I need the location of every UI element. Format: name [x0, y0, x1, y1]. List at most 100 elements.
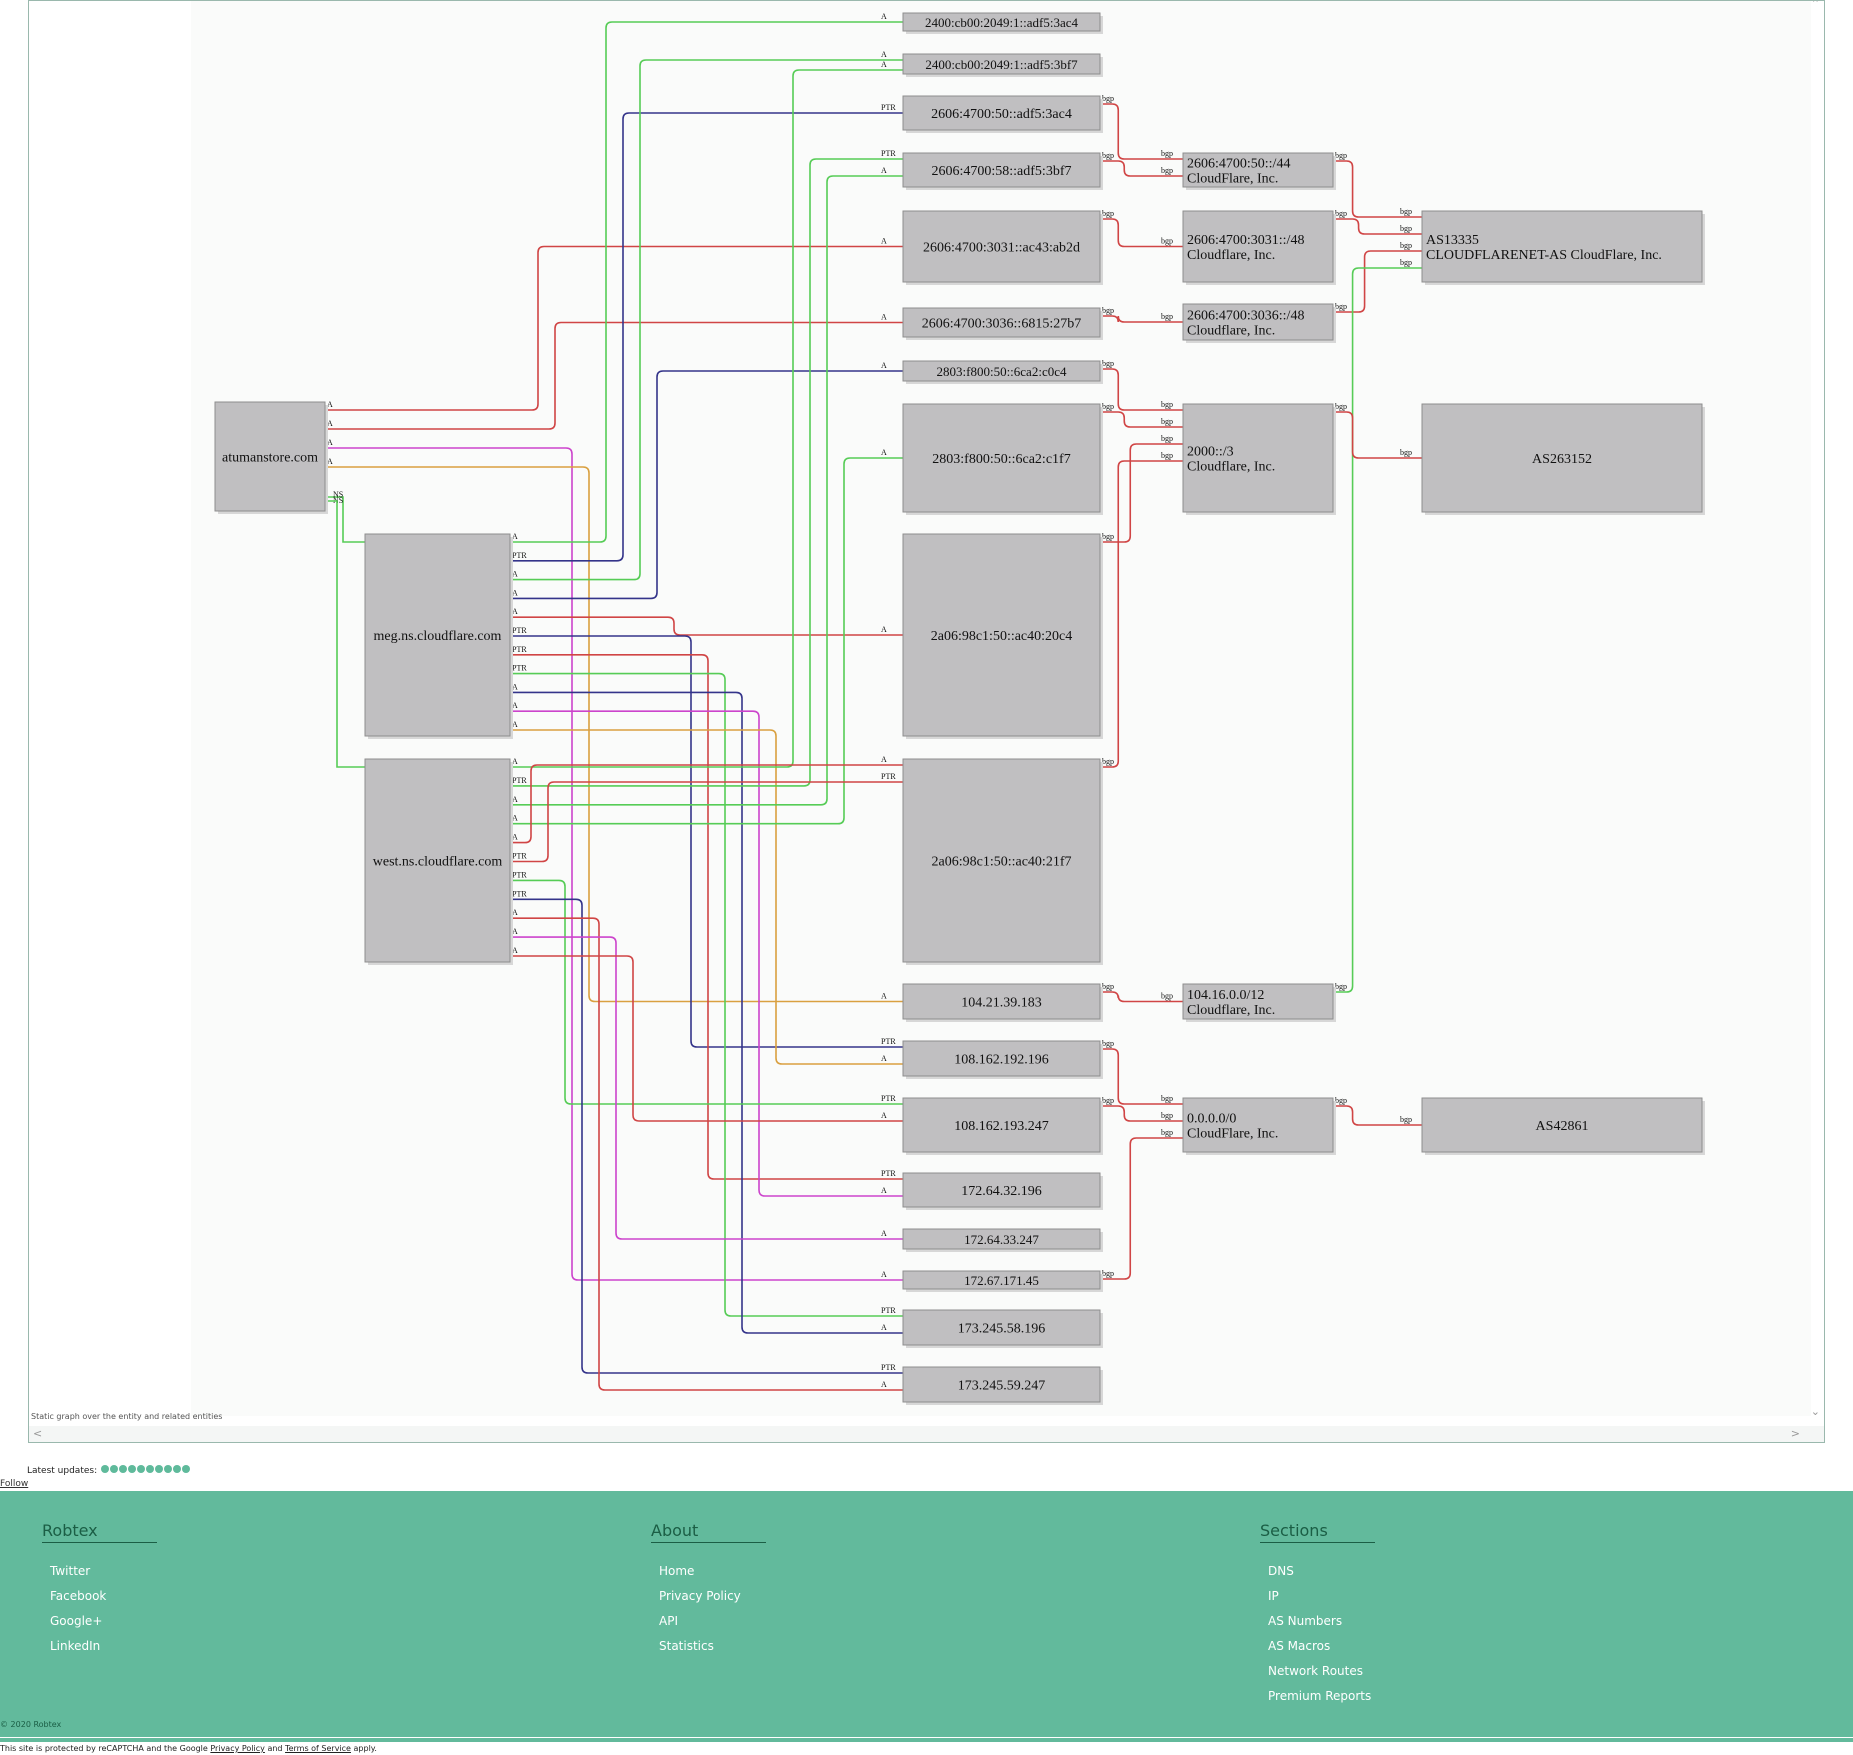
graph-node-ip15[interactable]: 172.64.33.247: [902, 1228, 1103, 1252]
edge-label-source: bgp: [1102, 306, 1114, 315]
graph-edge: [1100, 160, 1183, 177]
update-dot[interactable]: [182, 1465, 191, 1473]
node-box: [902, 403, 1101, 513]
footer-link-network-routes[interactable]: Network Routes: [1268, 1664, 1364, 1678]
follow-link[interactable]: Follow: [0, 1479, 29, 1489]
graph-node-ip3[interactable]: 2606:4700:50::adf5:3ac4: [902, 95, 1103, 133]
graph-edge: [1100, 315, 1183, 323]
graph-edge: [1333, 160, 1422, 218]
graph-node-ip2[interactable]: 2400:cb00:2049:1::adf5:3bf7: [902, 53, 1103, 77]
footer-link-as-numbers[interactable]: AS Numbers: [1268, 1614, 1343, 1628]
update-dot[interactable]: [164, 1465, 173, 1473]
footer-link-ip[interactable]: IP: [1268, 1589, 1279, 1603]
graph-edge: [325, 466, 903, 1003]
edge-label-target: A: [881, 992, 887, 1001]
graph-edge: [1333, 267, 1422, 993]
recaptcha-terms-link[interactable]: Terms of Service: [285, 1744, 351, 1753]
edge-label-target: bgp: [1161, 434, 1173, 443]
graph-edge: [325, 321, 903, 430]
edge-label-target: A: [881, 1186, 887, 1195]
update-dot[interactable]: [155, 1465, 164, 1473]
graph-node-as3[interactable]: AS42861: [1421, 1097, 1705, 1155]
graph-edge: [510, 955, 903, 1122]
graph-edge: [1100, 103, 1183, 160]
edge-label-target: bgp: [1161, 166, 1173, 175]
node-box: [364, 533, 511, 737]
footer-link-statistics[interactable]: Statistics: [659, 1639, 714, 1653]
footer-link-googleplus[interactable]: Google+: [50, 1614, 103, 1628]
node-label: 2803:f800:50::6ca2:c0c4: [937, 364, 1067, 379]
edge-label-target: A: [881, 361, 887, 370]
graph-node-ip8[interactable]: 2803:f800:50::6ca2:c1f7: [902, 403, 1103, 515]
footer-links: DNS IP AS Numbers AS Macros Network Rout…: [1268, 1559, 1375, 1709]
update-dot[interactable]: [173, 1465, 182, 1473]
graph-node-ip6[interactable]: 2606:4700:3036::6815:27b7: [902, 307, 1103, 340]
recaptcha-privacy-link[interactable]: Privacy Policy: [210, 1744, 265, 1753]
scroll-up-icon[interactable]: ⌃: [1810, 0, 1820, 10]
graph-node-ip17[interactable]: 173.245.58.196: [902, 1309, 1103, 1348]
footer-link-twitter[interactable]: Twitter: [50, 1564, 91, 1578]
edge-label-source: bgp: [1102, 151, 1114, 160]
footer-link-facebook[interactable]: Facebook: [50, 1589, 107, 1603]
graph-node-ip1[interactable]: 2400:cb00:2049:1::adf5:3ac4: [902, 12, 1103, 34]
footer-link-linkedin[interactable]: LinkedIn: [50, 1639, 101, 1653]
footer-link-as-macros[interactable]: AS Macros: [1268, 1639, 1331, 1653]
graph-node-ip7[interactable]: 2803:f800:50::6ca2:c0c4: [902, 360, 1103, 384]
footer-link-home[interactable]: Home: [659, 1564, 695, 1578]
graph-node-ip9[interactable]: 2a06:98c1:50::ac40:20c4: [902, 533, 1103, 739]
graph-node-as2[interactable]: AS263152: [1421, 403, 1705, 515]
edge-label: NS: [333, 490, 343, 499]
graph-caption: Static graph over the entity and related…: [31, 1412, 223, 1421]
graph-edge: [510, 158, 903, 787]
update-dot[interactable]: [128, 1465, 137, 1473]
update-dot[interactable]: [137, 1465, 146, 1473]
footer-link-premium-reports[interactable]: Premium Reports: [1268, 1689, 1372, 1703]
edge-label-target: PTR: [881, 1306, 896, 1315]
footer-link-privacy-policy[interactable]: Privacy Policy: [659, 1589, 741, 1603]
graph-node-ip13[interactable]: 108.162.193.247: [902, 1097, 1103, 1155]
update-dot[interactable]: [146, 1465, 155, 1473]
footer-links: Twitter Facebook Google+ LinkedIn: [50, 1559, 157, 1659]
graph-node-west[interactable]: west.ns.cloudflare.com: [364, 758, 513, 965]
graph-node-ip18[interactable]: 173.245.59.247: [902, 1366, 1103, 1405]
graph-node-ip11[interactable]: 104.21.39.183: [902, 983, 1103, 1022]
node-box: [902, 307, 1101, 338]
graph-edge: [1100, 1137, 1183, 1280]
update-dot[interactable]: [101, 1465, 110, 1473]
scroll-down-icon[interactable]: ⌄: [1810, 1405, 1820, 1418]
scroll-left-icon[interactable]: <: [33, 1427, 43, 1440]
node-label: 2606:4700:3036::/48: [1187, 309, 1304, 324]
graph-node-atuman[interactable]: atumanstore.com: [214, 401, 328, 514]
graph-node-ip16[interactable]: 172.67.171.45: [902, 1270, 1103, 1292]
graph-edge: [1333, 1105, 1422, 1126]
edge-label-source: bgp: [1102, 94, 1114, 103]
horizontal-scrollbar[interactable]: < >: [29, 1426, 1824, 1442]
graph-node-ip12[interactable]: 108.162.192.196: [902, 1040, 1103, 1079]
footer-link-dns[interactable]: DNS: [1268, 1564, 1294, 1578]
graph-node-meg[interactable]: meg.ns.cloudflare.com: [364, 533, 513, 739]
node-label: 2000::/3: [1187, 445, 1234, 460]
graph-edge: [510, 616, 903, 636]
node-box: [902, 12, 1101, 32]
graph-node-ip4[interactable]: 2606:4700:58::adf5:3bf7: [902, 152, 1103, 190]
scroll-right-icon[interactable]: >: [1790, 1427, 1800, 1440]
edge-label-source: bgp: [1102, 209, 1114, 218]
graph-node-ip5[interactable]: 2606:4700:3031::ac43:ab2d: [902, 210, 1103, 285]
graph-node-ip14[interactable]: 172.64.32.196: [902, 1172, 1103, 1210]
node-box: [1182, 303, 1334, 341]
graph-node-ip10[interactable]: 2a06:98c1:50::ac40:21f7: [902, 758, 1103, 965]
footer-link-api[interactable]: API: [659, 1614, 678, 1628]
update-dot[interactable]: [119, 1465, 128, 1473]
update-dot[interactable]: [110, 1465, 119, 1473]
edge-label-source: A: [512, 588, 518, 597]
node-label: 2a06:98c1:50::ac40:21f7: [932, 855, 1072, 870]
node-box: [902, 95, 1101, 131]
